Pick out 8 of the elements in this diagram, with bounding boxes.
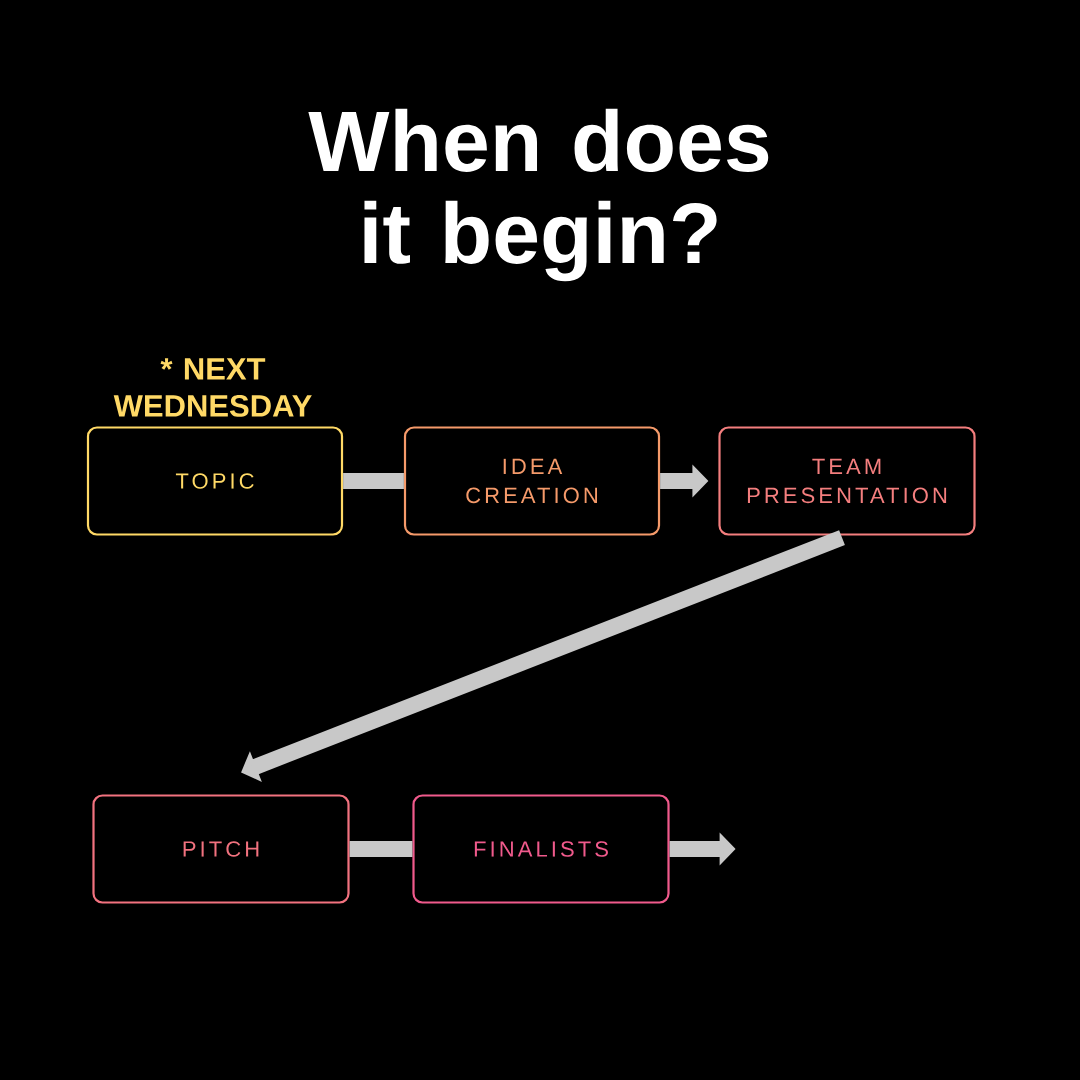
- process-box: IDEA CREATION: [403, 426, 661, 536]
- process-box: PITCH: [92, 794, 350, 904]
- process-box: TOPIC: [86, 426, 344, 536]
- process-box: TEAM PRESENTATION: [718, 426, 976, 536]
- arrow: [241, 530, 845, 782]
- process-box: FINALISTS: [412, 794, 670, 904]
- note: * NEXT WEDNESDAY: [113, 358, 312, 417]
- title: When does it begin?: [308, 108, 769, 282]
